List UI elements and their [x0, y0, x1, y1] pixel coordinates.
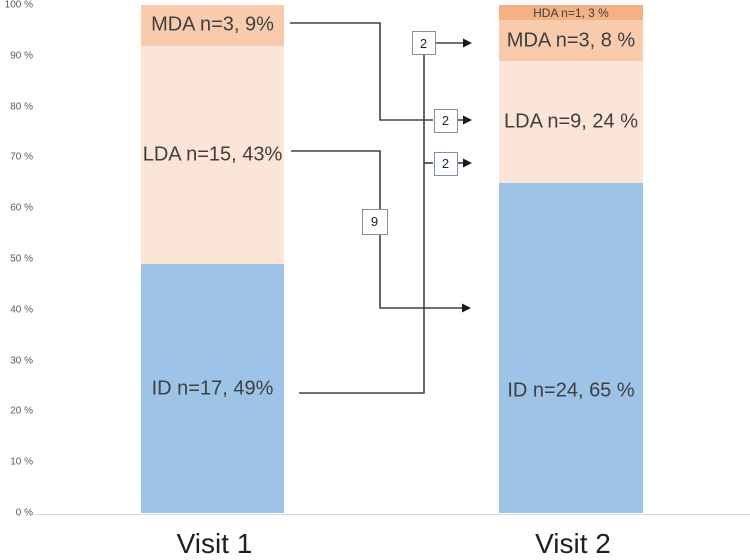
flow-count-box: 9	[361, 208, 388, 235]
y-tick-label: 50 %	[10, 253, 33, 265]
segment-label-id: ID n=17, 49%	[151, 377, 274, 400]
bar-segment-id-visit-2	[499, 182, 643, 513]
y-tick-label: 20 %	[10, 405, 33, 417]
y-tick-label: 10 %	[10, 456, 33, 468]
bar-segment-mda-visit-1	[141, 5, 284, 46]
x-category-label-visit-2: Visit 2	[535, 528, 611, 559]
flow-count-box: 2	[411, 31, 436, 55]
bar-segment-hda-visit-2	[499, 5, 643, 21]
y-tick-label: 0 %	[15, 507, 33, 519]
bar-segment-lda-visit-2	[499, 60, 643, 183]
y-tick-label: 30 %	[10, 355, 33, 367]
arrowhead-icon	[462, 303, 471, 313]
segment-label-mda: MDA n=3, 9%	[151, 13, 274, 36]
bar-segment-id-visit-1	[141, 264, 284, 513]
zero-percent-baseline	[35, 513, 750, 515]
y-tick-label: 80 %	[10, 101, 33, 113]
segment-label-mda: MDA n=3, 8 %	[506, 29, 636, 52]
y-tick-label: 100 %	[4, 0, 33, 11]
flow-line	[290, 22, 433, 121]
y-tick-label: 60 %	[10, 202, 33, 214]
segment-label-lda: LDA n=15, 43%	[142, 143, 283, 166]
arrowhead-icon	[463, 38, 472, 48]
arrowhead-icon	[463, 158, 472, 168]
bar-segment-mda-visit-2	[499, 20, 643, 61]
segment-label-lda: LDA n=9, 24 %	[504, 110, 638, 133]
y-tick-label: 90 %	[10, 50, 33, 62]
segment-label-hda: HDA n=1, 3 %	[533, 5, 609, 20]
segment-label-id: ID n=24, 65 %	[507, 379, 635, 402]
y-tick-label: 40 %	[10, 304, 33, 316]
x-category-label-visit-1: Visit 1	[176, 528, 253, 559]
flow-count-box: 2	[433, 108, 458, 133]
flow-line	[299, 55, 425, 394]
bar-segment-lda-visit-1	[141, 45, 284, 265]
arrowhead-icon	[463, 115, 472, 125]
y-tick-label: 70 %	[10, 151, 33, 163]
flow-count-box: 2	[433, 151, 458, 176]
